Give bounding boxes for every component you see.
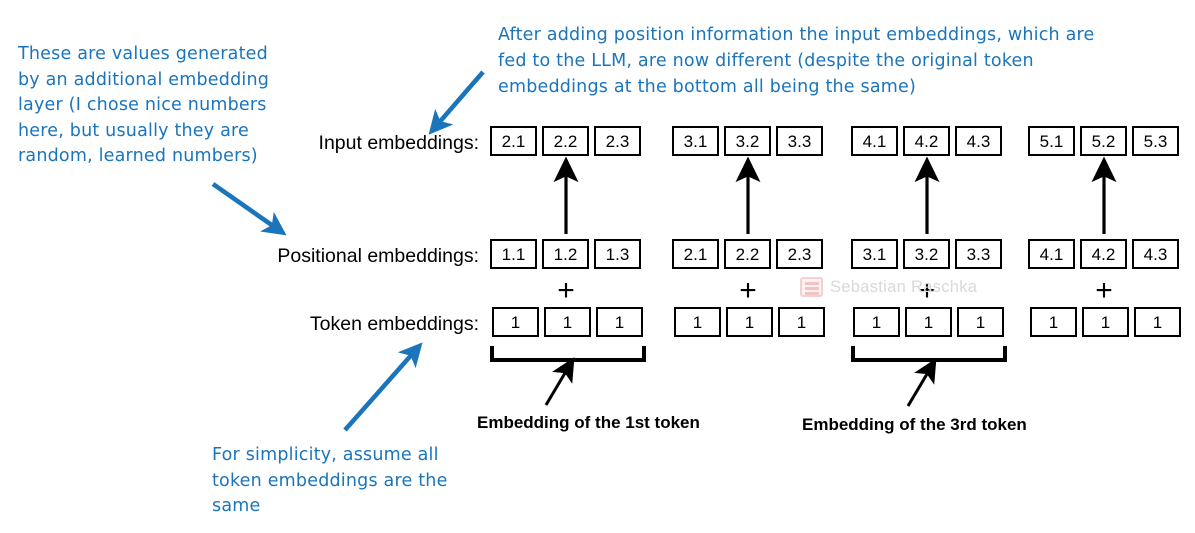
positional-cell: 1.1: [490, 239, 537, 269]
token-embedding-group-1: 1 1 1: [492, 307, 643, 337]
caption-arrow-first-token: [544, 357, 575, 406]
annotation-positional-embeddings-note: These are values generated by an additio…: [18, 44, 270, 166]
bracket-tick-left: [490, 346, 494, 362]
token-cell: 1: [726, 307, 773, 337]
plus-operator-4: +: [1095, 274, 1113, 307]
plus-operator-3: +: [918, 274, 936, 307]
token-embedding-group-3: 1 1 1: [853, 307, 1004, 337]
positional-cell: 3.3: [955, 239, 1002, 269]
input-cell: 5.3: [1132, 126, 1179, 156]
positional-embedding-group-1: 1.1 1.2 1.3: [490, 239, 641, 269]
input-cell: 5.2: [1080, 126, 1127, 156]
positional-embedding-group-3: 3.1 3.2 3.3: [851, 239, 1002, 269]
token-embedding-group-2: 1 1 1: [674, 307, 825, 337]
input-embedding-group-1: 2.1 2.2 2.3: [490, 126, 641, 156]
token-embedding-group-4: 1 1 1: [1030, 307, 1181, 337]
positional-cell: 4.1: [1028, 239, 1075, 269]
input-cell: 2.1: [490, 126, 537, 156]
positional-cell: 1.2: [542, 239, 589, 269]
caption-arrow-third-token: [906, 358, 937, 407]
annotation-input-embeddings-note: After adding position information the in…: [498, 25, 1095, 97]
token-cell: 1: [544, 307, 591, 337]
positional-embedding-group-2: 2.1 2.2 2.3: [672, 239, 823, 269]
positional-cell: 2.3: [776, 239, 823, 269]
token-cell: 1: [492, 307, 539, 337]
token-cell: 1: [853, 307, 900, 337]
watermark-logo-icon: [800, 277, 823, 297]
input-cell: 3.3: [776, 126, 823, 156]
watermark: Sebastian Raschka: [800, 277, 977, 297]
bracket-third-token: [851, 346, 1007, 362]
token-cell: 1: [596, 307, 643, 337]
positional-cell: 3.2: [903, 239, 950, 269]
token-cell: 1: [957, 307, 1004, 337]
input-cell: 4.1: [851, 126, 898, 156]
positional-cell: 2.1: [672, 239, 719, 269]
token-cell: 1: [1030, 307, 1077, 337]
input-embedding-group-4: 5.1 5.2 5.3: [1028, 126, 1179, 156]
input-embedding-group-2: 3.1 3.2 3.3: [672, 126, 823, 156]
row-label-token-embeddings: Token embeddings:: [309, 313, 479, 335]
token-cell: 1: [905, 307, 952, 337]
input-cell: 3.1: [672, 126, 719, 156]
positional-cell: 4.2: [1080, 239, 1127, 269]
input-cell: 2.2: [542, 126, 589, 156]
annotation-arrow-bottom: [343, 342, 423, 432]
token-cell: 1: [778, 307, 825, 337]
token-cell: 1: [1134, 307, 1181, 337]
bracket-bar: [490, 358, 646, 362]
input-cell: 3.2: [724, 126, 771, 156]
caption-third-token: Embedding of the 3rd token: [802, 415, 1027, 434]
positional-embedding-group-4: 4.1 4.2 4.3: [1028, 239, 1179, 269]
plus-operator-1: +: [557, 274, 575, 307]
bracket-tick-right: [642, 346, 646, 362]
input-cell: 5.1: [1028, 126, 1075, 156]
bracket-bar: [851, 358, 1007, 362]
positional-cell: 3.1: [851, 239, 898, 269]
row-label-input-embeddings: Input embeddings:: [318, 132, 479, 154]
input-cell: 2.3: [594, 126, 641, 156]
input-cell: 4.2: [903, 126, 950, 156]
input-cell: 4.3: [955, 126, 1002, 156]
watermark-text: Sebastian Raschka: [830, 277, 978, 296]
annotation-arrow-top: [428, 70, 485, 135]
bracket-first-token: [490, 346, 646, 362]
plus-operator-2: +: [739, 274, 757, 307]
input-embedding-group-3: 4.1 4.2 4.3: [851, 126, 1002, 156]
annotation-token-embeddings-note: For simplicity, assume all token embeddi…: [212, 445, 448, 516]
annotation-arrow-left: [211, 182, 287, 236]
token-cell: 1: [1082, 307, 1129, 337]
row-label-positional-embeddings: Positional embeddings:: [277, 245, 479, 267]
positional-cell: 4.3: [1132, 239, 1179, 269]
caption-first-token: Embedding of the 1st token: [477, 413, 700, 432]
positional-cell: 2.2: [724, 239, 771, 269]
positional-cell: 1.3: [594, 239, 641, 269]
bracket-tick-left: [851, 346, 855, 362]
token-cell: 1: [674, 307, 721, 337]
bracket-tick-right: [1003, 346, 1007, 362]
